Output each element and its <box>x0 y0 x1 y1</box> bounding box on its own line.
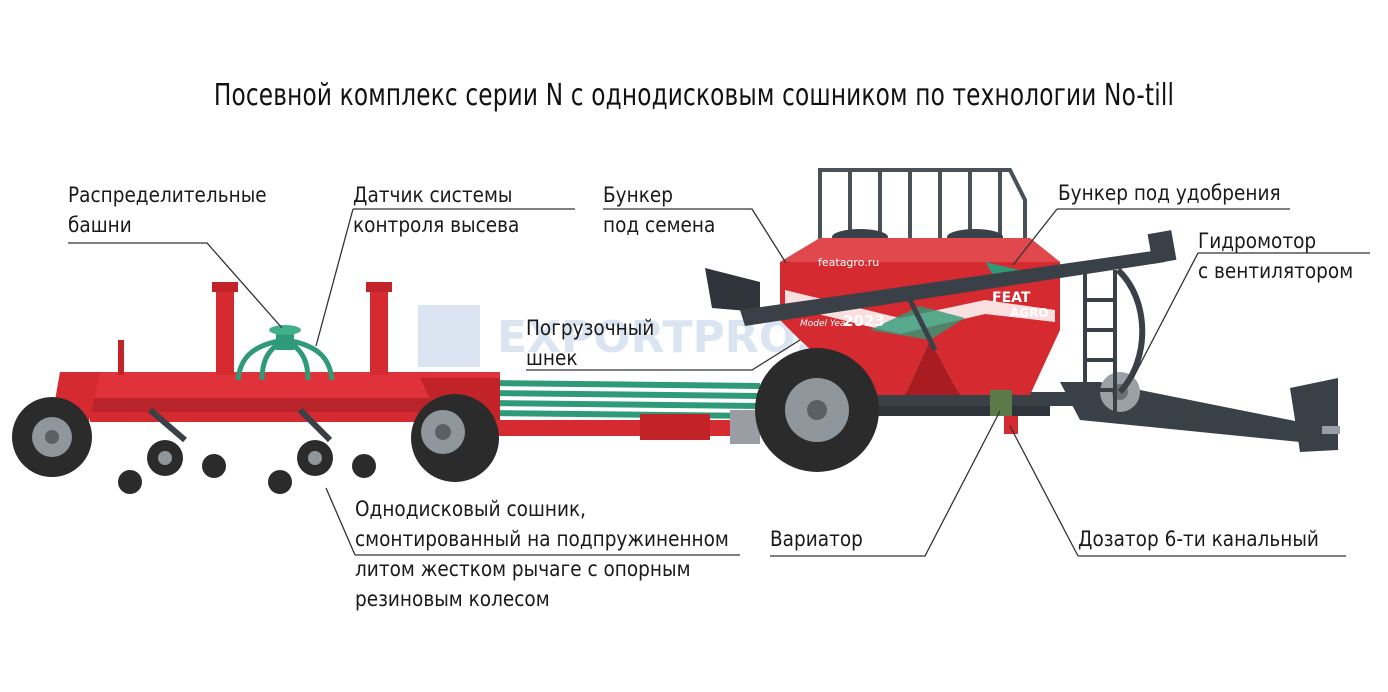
diagram-title: Посевной комплекс серии N с однодисковым… <box>213 78 1175 113</box>
label-distribution-towers: Распределительные башни <box>68 180 267 240</box>
label-line: Вариатор <box>770 527 863 551</box>
label-line: Датчик системы <box>353 183 513 207</box>
label-line: контроля высева <box>353 213 520 237</box>
label-line: Однодисковый сошник, <box>355 497 586 521</box>
model-year: 2023 <box>843 312 885 330</box>
label-line: Бункер <box>603 183 673 207</box>
label-line: шнек <box>526 346 578 370</box>
label-line: резиновым колесом <box>355 587 550 611</box>
label-disc-opener: Однодисковый сошник, смонтированный на п… <box>355 494 729 614</box>
opener-units <box>118 407 376 494</box>
label-line: Распределительные <box>68 183 267 207</box>
label-seed-hopper: Бункер под семена <box>603 180 715 240</box>
brand-top: FEAT <box>992 290 1031 306</box>
label-line: с вентилятором <box>1198 259 1354 283</box>
air-cart: featagro.ru FEAT AGRO Model Year 2023 <box>705 168 1340 472</box>
brand-bottom: AGRO <box>1010 306 1049 320</box>
brand-site: featagro.ru <box>818 256 879 269</box>
loading-auger <box>705 230 1177 352</box>
label-line: Дозатор 6-ти канальный <box>1078 527 1319 551</box>
model-label: Model Year <box>800 319 850 329</box>
seeding-frame <box>12 282 761 494</box>
label-dosator: Дозатор 6-ти канальный <box>1078 524 1319 554</box>
label-line: под семена <box>603 213 716 237</box>
label-loading-auger: Погрузочный шнек <box>526 313 654 373</box>
label-line: Погрузочный <box>526 316 655 340</box>
label-fertilizer-hopper: Бункер под удобрения <box>1058 178 1281 208</box>
label-hydromotor: Гидромотор с вентилятором <box>1198 226 1353 286</box>
label-variator: Вариатор <box>770 524 863 554</box>
label-line: смонтированный на подпружиненном <box>355 527 729 551</box>
label-line: Бункер под удобрения <box>1058 181 1281 205</box>
leader-lines <box>68 208 1370 557</box>
label-line: башни <box>68 213 132 237</box>
label-line: литом жестком рычаге с опорным <box>355 557 691 581</box>
label-line: Гидромотор <box>1198 229 1317 253</box>
label-seeding-sensor: Датчик системы контроля высева <box>353 180 519 240</box>
